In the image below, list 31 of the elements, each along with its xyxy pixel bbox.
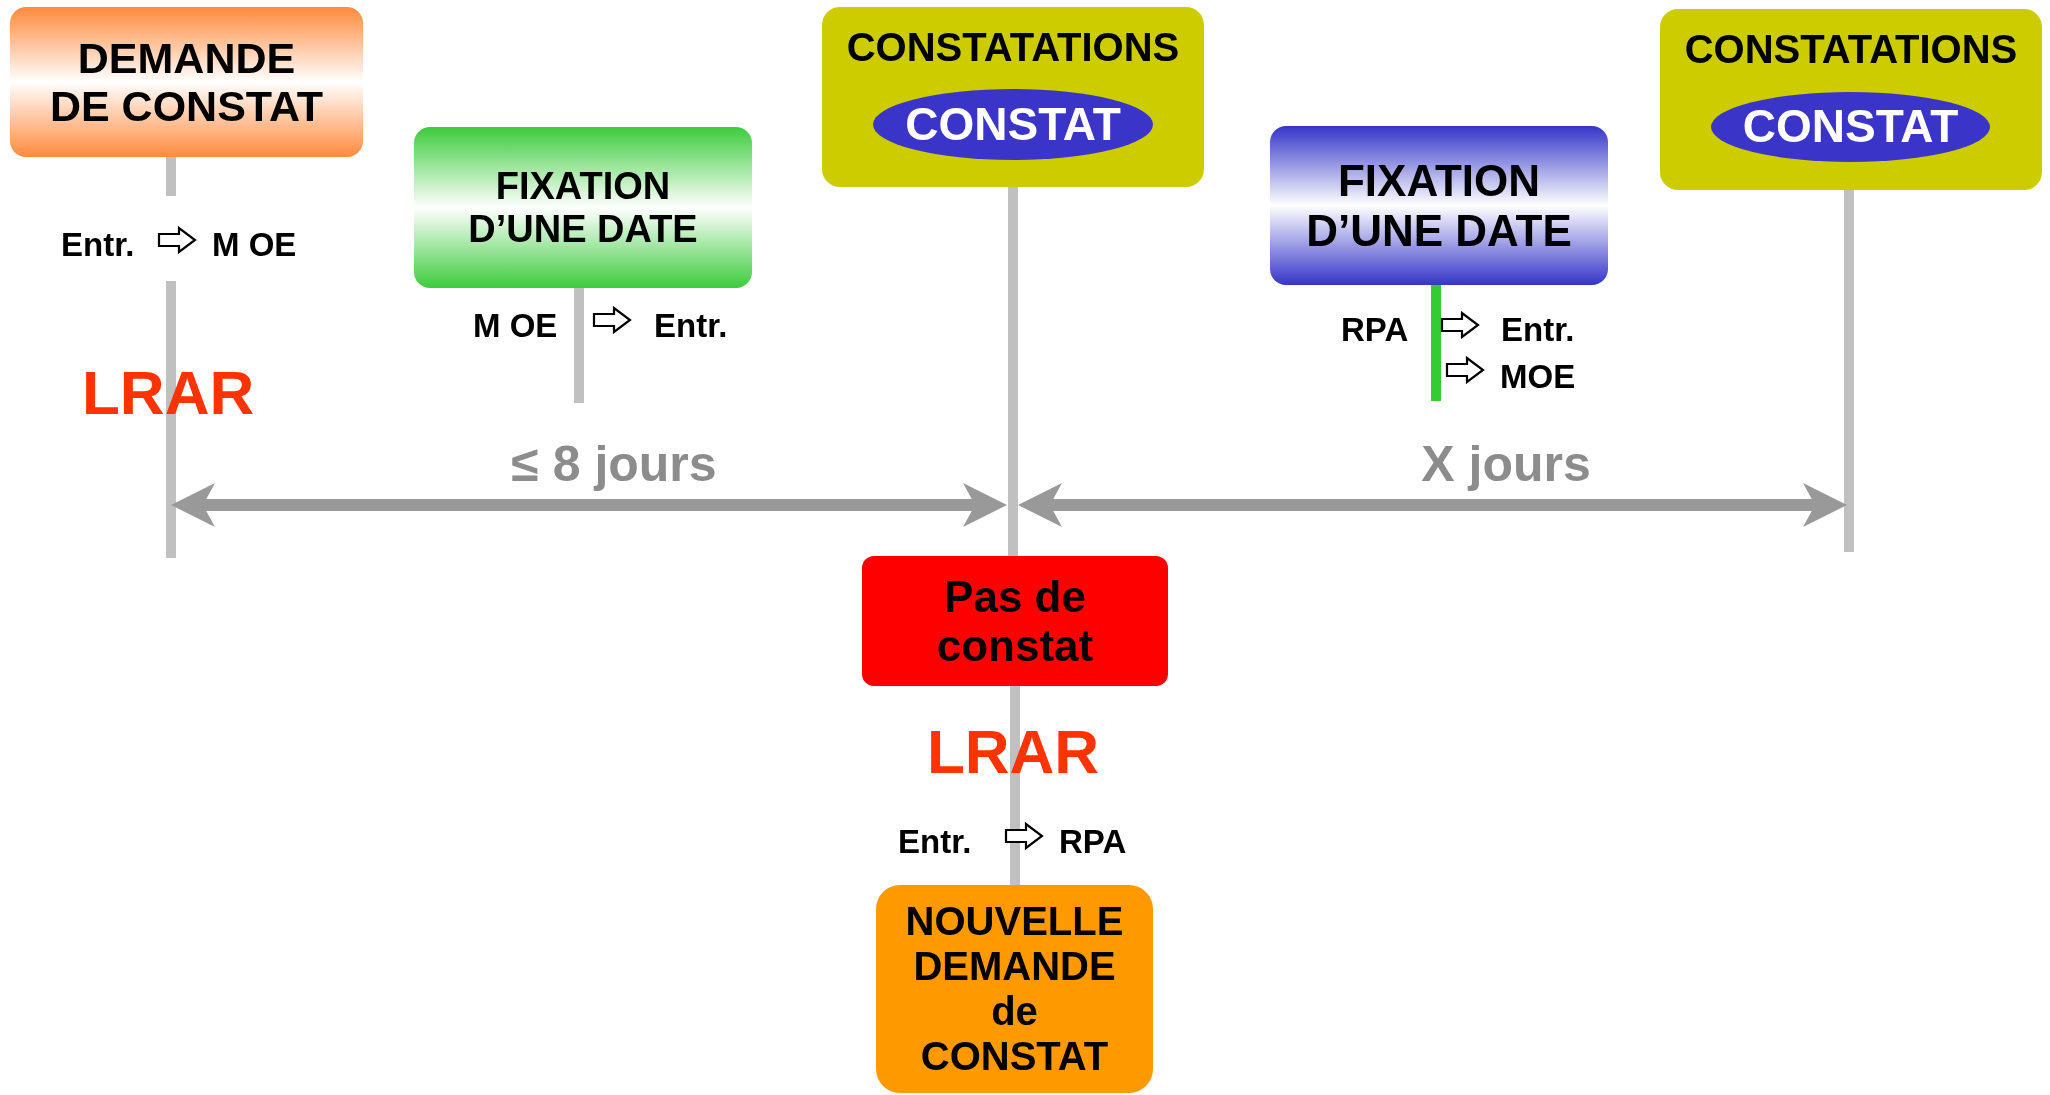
box-label: Pas de constat	[935, 571, 1095, 671]
event-box	[822, 7, 1204, 187]
box-label: CONSTATATIONS	[846, 25, 1180, 70]
box-label: CONSTAT	[905, 98, 1121, 151]
note-label: LRAR	[926, 717, 1100, 787]
note-label: Entr.	[61, 226, 135, 264]
note-label: M OE	[473, 307, 558, 345]
connector-line	[1010, 686, 1020, 885]
event-box	[1660, 9, 2042, 190]
box-label: FIXATION D’UNE DATE	[467, 164, 699, 251]
note-label: Entr.	[654, 307, 728, 345]
box-label: DEMANDE DE CONSTAT	[48, 33, 325, 131]
box-label: CONSTATATIONS	[1684, 27, 2018, 72]
note-label: MOE	[1500, 358, 1576, 396]
outcome-box	[862, 556, 1168, 686]
duration-label: ≤ 8 jours	[511, 436, 717, 492]
connector-line	[1008, 187, 1018, 556]
note-label: RPA	[1341, 311, 1409, 349]
note-label: LRAR	[82, 358, 255, 428]
process-box	[876, 885, 1153, 1093]
note-label: Entr.	[898, 823, 972, 861]
box-label: CONSTAT	[1742, 101, 1959, 153]
note-label: Entr.	[1501, 311, 1575, 349]
note-label: RPA	[1059, 823, 1127, 861]
duration-label: X jours	[1421, 436, 1591, 492]
process-box	[1270, 126, 1608, 285]
process-box	[10, 7, 363, 157]
process-box	[414, 127, 752, 288]
note-label: M OE	[212, 226, 297, 264]
box-label: FIXATION D’UNE DATE	[1305, 156, 1573, 255]
box-label: NOUVELLE DEMANDE de CONSTAT	[904, 899, 1125, 1079]
